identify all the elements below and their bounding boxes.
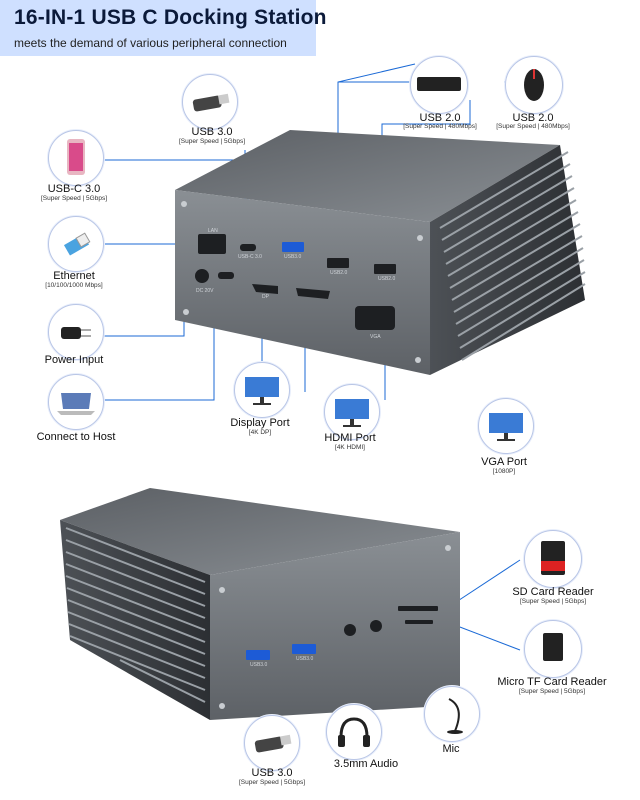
tf-sub: [Super Speed | 5Gbps] xyxy=(518,688,586,695)
usb2-b-sub: [Super Speed | 480Mbps] xyxy=(496,123,570,130)
hdmi-sub: [4K HDMI] xyxy=(335,444,365,451)
usb3-top-label: USB 3.0 xyxy=(191,126,233,138)
page-subtitle: meets the demand of various peripheral c… xyxy=(14,36,287,50)
micro-sd-icon xyxy=(524,620,582,678)
title-banner: 16-IN-1 USB C Docking Station meets the … xyxy=(0,0,326,56)
usb2-a-label: USB 2.0 xyxy=(419,112,461,124)
hdmi-label: HDMI Port xyxy=(324,432,376,444)
usb-stick-icon xyxy=(182,74,238,130)
usb3-bottom-sub: [Super Speed | 5Gbps] xyxy=(238,779,306,786)
port-mark-front-usb3b: USB3.0 xyxy=(296,656,314,662)
usb-stick-bottom-icon xyxy=(244,715,300,771)
usb2-b-label: USB 2.0 xyxy=(512,112,554,124)
headphones-icon xyxy=(326,704,382,760)
vga-label: VGA Port xyxy=(481,456,527,468)
port-mark-usb2a: USB2.0 xyxy=(330,270,348,276)
vga-sub: [1080P] xyxy=(492,468,516,475)
power-plug-icon xyxy=(48,304,104,360)
dp-label: Display Port xyxy=(230,417,290,429)
ethernet-label: Ethernet xyxy=(53,270,95,282)
usb2-a-sub: [Super Speed | 480Mbps] xyxy=(403,123,477,130)
monitor-hdmi-icon xyxy=(324,384,380,440)
port-mark-usbc: USB-C 3.0 xyxy=(238,254,262,260)
port-mark-vga: VGA xyxy=(370,334,381,340)
usb3-top-sub: [Super Speed | 5Gbps] xyxy=(178,138,246,145)
sd-label: SD Card Reader xyxy=(512,586,594,598)
port-mark-usb2b: USB2.0 xyxy=(378,276,396,282)
laptop-icon xyxy=(48,374,104,430)
microphone-icon xyxy=(424,686,480,742)
monitor-vga-icon xyxy=(478,398,534,454)
mic-label: Mic xyxy=(442,743,460,755)
monitor-dp-icon xyxy=(234,362,290,418)
host-label: Connect to Host xyxy=(36,431,116,443)
ethernet-sub: [10/100/1000 Mbps] xyxy=(45,282,103,289)
port-mark-lan: LAN xyxy=(208,228,218,234)
page-title: 16-IN-1 USB C Docking Station xyxy=(14,6,327,29)
ethernet-cable-icon xyxy=(48,216,104,272)
dp-sub: [4K DP] xyxy=(248,429,272,436)
port-mark-front-usb3a: USB3.0 xyxy=(250,662,268,668)
tf-label: Micro TF Card Reader xyxy=(497,676,607,688)
smartphone-icon xyxy=(48,130,104,186)
usbc-label: USB-C 3.0 xyxy=(47,183,101,195)
port-mark-dc: DC 20V xyxy=(196,288,214,294)
port-mark-usb3: USB3.0 xyxy=(284,254,302,260)
sd-sub: [Super Speed | 5Gbps] xyxy=(519,598,587,605)
sd-card-icon xyxy=(524,530,582,588)
usbc-sub: [Super Speed | 5Gbps] xyxy=(40,195,108,202)
audio-label: 3.5mm Audio xyxy=(333,758,399,770)
power-label: Power Input xyxy=(44,354,104,366)
mouse-icon xyxy=(505,56,563,114)
port-mark-dp: DP xyxy=(262,294,269,300)
keyboard-icon xyxy=(410,56,468,114)
usb3-bottom-label: USB 3.0 xyxy=(251,767,293,779)
